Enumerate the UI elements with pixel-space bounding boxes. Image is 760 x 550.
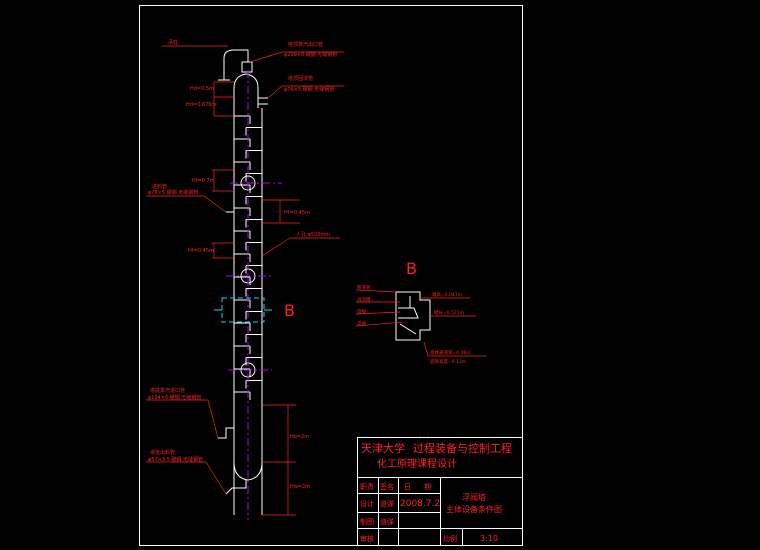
tb-r1c2: 签名: [380, 482, 394, 491]
tb-name-2: 主体设备条件图: [446, 504, 502, 514]
leader-d-l3: [355, 311, 401, 315]
tb-r1c4: 期: [424, 483, 431, 491]
detail-outline: [395, 291, 431, 341]
detail-right-1: 堰高=0.047m: [432, 291, 462, 298]
detail-left-2: 溢流堰: [357, 296, 371, 303]
dim-hd-a: Hd=0.5m: [190, 86, 214, 92]
dim-hw: Hw=2m: [290, 484, 310, 490]
label-b-side: B: [406, 259, 417, 278]
detail-hatch: [399, 323, 417, 335]
detail-right-3: 液体通道宽=0.16m: [430, 349, 471, 356]
leader-bottom-2: [205, 461, 227, 495]
tb-r2c2: 道弹: [380, 499, 394, 508]
callout-bottom-1b: φ194×6 碳钢 无缝钢管: [148, 394, 201, 401]
dim-ht-right: Ht=0.45m: [284, 210, 310, 216]
detail-plate: [398, 307, 419, 319]
detail-left-4: 浮阀: [357, 320, 366, 327]
dim-ht-left: Ht=0.45m: [188, 248, 214, 254]
callout-davit: 吊柱: [168, 39, 178, 46]
tb-scale-value: 3:10: [480, 534, 498, 543]
label-b-main: B: [284, 301, 295, 320]
tray-group: [234, 115, 262, 400]
callout-feed-a: 进料管: [152, 183, 167, 190]
leader-manhole: [261, 237, 291, 257]
detail-left-3: 塔板: [357, 308, 366, 315]
callout-top-2b: φ76×5 碳钢 无缝钢管: [284, 86, 334, 93]
detail-right-2: 堰长=0.521m: [434, 309, 464, 316]
vapour-inlet: [218, 427, 234, 439]
tb-name-1: 浮阀塔: [462, 492, 486, 502]
callout-bottom-2a: 塔釜出料管: [150, 449, 175, 456]
detail-b-view: B 降液管 溢流堰 塔板 浮阀 堰高=0.047m 堰长=0.521m 液体通道…: [355, 259, 486, 365]
tb-r3c2: 道弹: [380, 517, 394, 526]
leader-d-l4: [355, 321, 405, 327]
top-head: [233, 73, 259, 108]
title-block-text: 天津大学 过程装备与控制工程 化工原理课程设计 职责 签名 日 期 设计 道弹 …: [360, 441, 512, 543]
tb-scale-label: 比例: [443, 534, 457, 543]
callout-top-2a: 塔顶回流管: [288, 75, 313, 82]
leader-feed: [203, 195, 227, 213]
dim-hf: Hf=0.7m: [192, 178, 215, 184]
callout-bottom-2b: φ57×3.5 碳钢 无缝钢管: [148, 456, 203, 463]
leader-top-1: [249, 51, 283, 63]
callout-feed-b: φ76×5 碳钢 无缝钢管: [148, 189, 198, 196]
leader-d-l1: [355, 289, 397, 293]
bottom-head: [233, 461, 263, 481]
detail-left-1: 降液管: [357, 284, 371, 291]
detail-b-box: [221, 297, 265, 323]
center-lines: [226, 70, 282, 520]
tb-r2c1: 设计: [360, 499, 374, 508]
callout-top-1b: φ299×8 碳钢 无缝钢管: [284, 51, 337, 58]
title-block: [357, 437, 523, 546]
leader-top-2: [267, 85, 283, 99]
detail-right-4: 底隙高度=0.13m: [430, 358, 466, 365]
dim-hd-b: Hd=0.675m: [186, 102, 216, 108]
top-nozzle: [241, 61, 253, 73]
sheet-border: [139, 5, 523, 546]
tb-r1c1: 职责: [360, 482, 374, 491]
tb-r3c1: 制图: [360, 517, 374, 526]
tb-dept: 过程装备与控制工程: [413, 441, 512, 455]
leader-d-r3: [423, 341, 429, 357]
tb-school: 天津大学: [361, 441, 405, 455]
tb-r2c3: 2008.7.2: [400, 499, 440, 509]
tb-r1c3: 日: [404, 483, 411, 491]
leader-bottom-1: [207, 399, 219, 439]
tb-course: 化工原理课程设计: [377, 457, 457, 470]
callout-top-1a: 塔顶蒸汽出口管: [288, 41, 323, 48]
column-body: [218, 49, 268, 515]
callout-bottom-1a: 塔底蒸汽进口管: [150, 387, 185, 394]
davit: [223, 49, 249, 80]
dim-hb: Hb=2m: [290, 434, 309, 440]
bottom-outlet: [225, 480, 247, 495]
tb-r4c1: 审核: [360, 534, 374, 543]
annotations: 吊柱 塔顶蒸汽出口管 φ299×8 碳钢 无缝钢管 塔顶回流管 φ76×5 碳钢…: [146, 39, 344, 516]
callout-manhole: 人孔 φ500mm: [296, 231, 330, 238]
